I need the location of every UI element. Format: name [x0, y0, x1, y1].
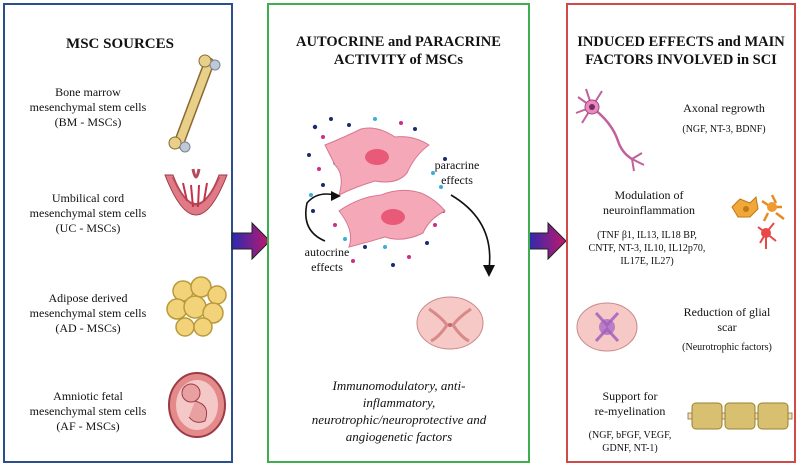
arrow-activity-to-effects — [527, 221, 567, 261]
factors-line4: angiogenetic factors — [345, 429, 453, 444]
effect-neuroinflammation-factors: (TNF β1, IL13, IL18 BP, CNTF, NT-3, IL10… — [572, 229, 722, 268]
adipose-tissue-icon — [166, 276, 227, 337]
bone-icon — [168, 54, 221, 153]
source-bm-line3: (BM - MSCs) — [54, 115, 122, 129]
source-bm-line2: mesenchymal stem cells — [29, 100, 147, 114]
effect-glial-scar-line2: scar — [717, 320, 737, 334]
neuroinflammation-factors-line1: (TNF β1, IL13, IL18 BP, — [597, 230, 697, 241]
effects-title-line1: INDUCED EFFECTS and MAIN — [577, 34, 785, 50]
spinal-cord-icon — [416, 296, 484, 350]
effects-title-line2: FACTORS INVOLVED in SCI — [585, 52, 777, 68]
activity-title-line1: AUTOCRINE and PARACRINE — [296, 34, 501, 50]
autocrine-label: autocrine effects — [287, 245, 367, 275]
source-uc-line2: mesenchymal stem cells — [29, 206, 147, 220]
effect-glial-scar-factors: (Neurotrophic factors) — [682, 342, 772, 353]
paracrine-arrow — [450, 194, 495, 277]
source-ad-line2: mesenchymal stem cells — [29, 306, 147, 320]
effect-axonal-factors: (NGF, NT-3, BDNF) — [682, 124, 766, 135]
source-bm-line1: Bone marrow — [55, 85, 121, 99]
effect-axonal-title: Axonal regrowth — [683, 101, 765, 115]
msc-sources-title: MSC SOURCES — [66, 36, 174, 52]
source-uc-line3: (UC - MSCs) — [55, 221, 121, 235]
source-uc-line1: Umbilical cord — [51, 191, 125, 205]
effect-remyelination-factors: (NGF, bFGF, VEGF, GDNF, NT-1) — [570, 429, 690, 455]
neuroinflammation-factors-line2: CNTF, NT-3, IL10, IL12p70, — [588, 243, 706, 254]
effect-neuroinflammation-line1: Modulation of — [614, 188, 684, 202]
glial-scar-spinal-cord-icon — [576, 302, 638, 352]
msc-cells-illustration — [307, 117, 447, 267]
effect-glial-scar-line1: Reduction of glial — [683, 305, 771, 319]
factors-line2: inflammatory, — [362, 395, 436, 410]
effect-remyelination-line1: Support for — [602, 389, 658, 403]
effect-neuroinflammation-line2: neuroinflammation — [603, 203, 695, 217]
factors-line1: Immunomodulatory, anti- — [332, 378, 466, 393]
source-af-line3: (AF - MSCs) — [56, 419, 120, 433]
source-af-label: Amniotic fetal mesenchymal stem cells (A… — [13, 389, 163, 434]
msc-sources-panel: MSC SOURCES Bone marrow mesenchymal stem… — [3, 3, 233, 463]
neuroinflammation-factors-line3: IL17E, IL27) — [620, 256, 674, 267]
factors-text: Immunomodulatory, anti- inflammatory, ne… — [273, 377, 525, 445]
source-ad-line1: Adipose derived — [48, 291, 128, 305]
remyelination-factors-line2: GDNF, NT-1) — [602, 443, 658, 454]
fetus-womb-icon — [168, 372, 226, 438]
effect-remyelination-title: Support for re-myelination — [570, 389, 690, 419]
msc-activity-panel: AUTOCRINE and PARACRINE ACTIVITY of MSCs… — [267, 3, 530, 463]
arrow-sources-to-activity — [231, 221, 271, 261]
source-uc-label: Umbilical cord mesenchymal stem cells (U… — [13, 191, 163, 236]
source-af-line1: Amniotic fetal — [53, 389, 123, 403]
induced-effects-panel: INDUCED EFFECTS and MAIN FACTORS INVOLVE… — [566, 3, 796, 463]
effects-title: INDUCED EFFECTS and MAIN FACTORS INVOLVE… — [568, 33, 794, 69]
activity-title: AUTOCRINE and PARACRINE ACTIVITY of MSCs — [269, 33, 528, 69]
autocrine-line1: autocrine — [304, 245, 350, 259]
effect-neuroinflammation-title: Modulation of neuroinflammation — [574, 188, 724, 218]
glial-cells-icon — [731, 194, 785, 249]
activity-title-line2: ACTIVITY of MSCs — [333, 52, 464, 68]
effect-glial-scar-title: Reduction of glial scar — [660, 305, 794, 335]
autocrine-arrow — [305, 191, 341, 242]
factors-line3: neurotrophic/neuroprotective and — [311, 412, 487, 427]
autocrine-line2: effects — [311, 260, 343, 274]
effect-remyelination-line2: re-myelination — [594, 404, 666, 418]
source-af-line2: mesenchymal stem cells — [29, 404, 147, 418]
neuron-icon — [575, 88, 645, 172]
paracrine-line1: paracrine — [434, 158, 480, 172]
umbilical-cord-icon — [164, 168, 228, 216]
myelin-sheath-icon — [687, 402, 793, 430]
remyelination-factors-line1: (NGF, bFGF, VEGF, — [588, 430, 672, 441]
source-ad-label: Adipose derived mesenchymal stem cells (… — [13, 291, 163, 336]
paracrine-label: paracrine effects — [417, 158, 497, 188]
source-bm-label: Bone marrow mesenchymal stem cells (BM -… — [13, 85, 163, 130]
paracrine-line2: effects — [441, 173, 473, 187]
source-ad-line3: (AD - MSCs) — [55, 321, 121, 335]
